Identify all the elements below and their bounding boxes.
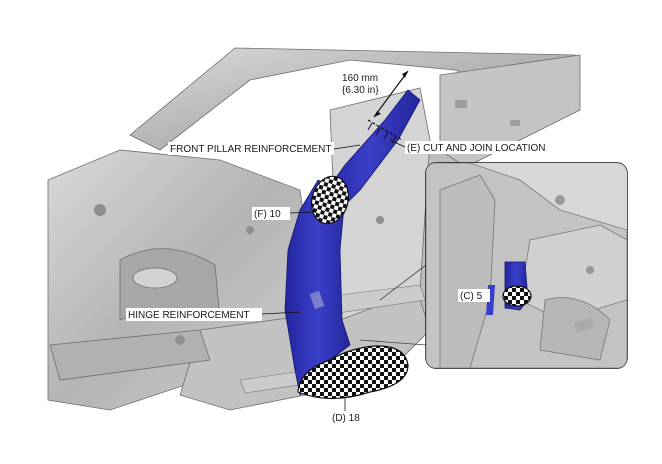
weld-group-d: [297, 345, 409, 400]
front-pillar-text: FRONT PILLAR REINFORCEMENT: [170, 144, 332, 155]
label-point-c: (C) 5: [458, 289, 490, 302]
weld-group-f: [310, 175, 350, 225]
hinge-text: HINGE REINFORCEMENT: [128, 310, 250, 321]
label-dimension: 160 mm {6.30 in}: [338, 70, 384, 96]
dimension-arrow: [373, 70, 409, 118]
point-c-text: (C) 5: [460, 291, 483, 302]
label-cut-join: (E) CUT AND JOIN LOCATION: [405, 141, 555, 154]
label-front-pillar: FRONT PILLAR REINFORCEMENT: [168, 142, 334, 155]
label-point-f: (F) 10: [252, 207, 290, 220]
label-point-d: (D) 18: [330, 411, 370, 424]
detail-inset: [425, 162, 628, 369]
label-hinge: HINGE REINFORCEMENT: [126, 308, 262, 321]
dimension-mm-text: 160 mm: [342, 73, 378, 84]
dimension-in-text: {6.30 in}: [342, 85, 379, 96]
cut-join-mark: [367, 119, 403, 144]
leader-lines: [261, 139, 505, 411]
point-d-text: (D) 18: [332, 413, 360, 424]
hinge-reinforcement-part: [284, 179, 351, 396]
cut-join-text: (E) CUT AND JOIN LOCATION: [407, 143, 546, 154]
point-f-text: (F) 10: [254, 209, 281, 220]
